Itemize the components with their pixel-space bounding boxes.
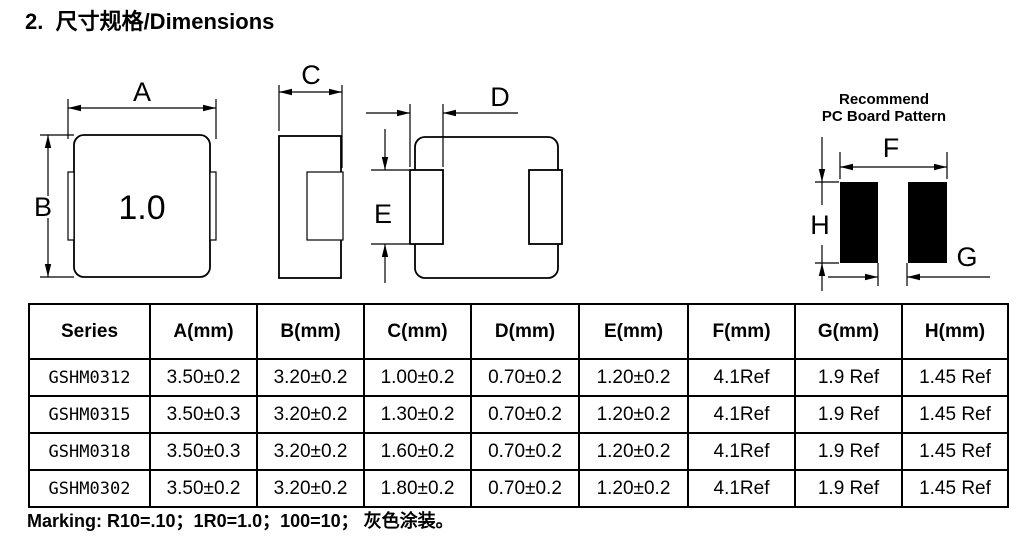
header-c: C(mm) — [363, 303, 472, 360]
cell-e: 1.20±0.2 — [578, 395, 689, 434]
dimension-b-label: B — [34, 192, 52, 222]
dimension-h: H — [810, 137, 839, 291]
top-view-drawing: 1.0 A B — [34, 77, 217, 278]
header-b: B(mm) — [256, 303, 365, 360]
cell-c: 1.30±0.2 — [363, 395, 472, 434]
cell-b: 3.20±0.2 — [256, 432, 365, 471]
header-series: Series — [28, 303, 151, 360]
cell-g: 1.9 Ref — [794, 358, 903, 397]
cell-a: 3.50±0.2 — [149, 358, 258, 397]
cell-d: 0.70±0.2 — [470, 358, 580, 397]
bottom-view-right-pad — [528, 169, 563, 245]
header-f: F(mm) — [687, 303, 796, 360]
cell-g: 1.9 Ref — [794, 432, 903, 471]
header-d: D(mm) — [470, 303, 580, 360]
cell-h: 1.45 Ref — [901, 432, 1009, 471]
side-view-drawing: C — [278, 60, 344, 279]
dimension-c-label: C — [301, 60, 321, 90]
cell-h: 1.45 Ref — [901, 469, 1009, 508]
cell-c: 1.80±0.2 — [363, 469, 472, 508]
cell-f: 4.1Ref — [687, 395, 796, 434]
dimension-g: G — [828, 242, 990, 286]
table-row: GSHM0315 3.50±0.3 3.20±0.2 1.30±0.2 0.70… — [28, 395, 1009, 434]
dimension-f-label: F — [883, 133, 900, 163]
cell-a: 3.50±0.3 — [149, 395, 258, 434]
cell-f: 4.1Ref — [687, 469, 796, 508]
pcb-pattern-title-line1: Recommend — [839, 91, 929, 108]
dimension-d-label: D — [490, 82, 510, 112]
cell-e: 1.20±0.2 — [578, 432, 689, 471]
dimension-b: B — [34, 134, 74, 278]
cell-h: 1.45 Ref — [901, 395, 1009, 434]
cell-d: 0.70±0.2 — [470, 432, 580, 471]
cell-a: 3.50±0.3 — [149, 432, 258, 471]
table-row: GSHM0302 3.50±0.2 3.20±0.2 1.80±0.2 0.70… — [28, 469, 1009, 508]
series-name: GSHM0312 — [28, 358, 151, 397]
pcb-right-pad — [908, 182, 947, 263]
series-name: GSHM0315 — [28, 395, 151, 434]
cell-b: 3.20±0.2 — [256, 469, 365, 508]
top-view-right-terminal — [209, 171, 217, 241]
cell-e: 1.20±0.2 — [578, 358, 689, 397]
cell-d: 0.70±0.2 — [470, 469, 580, 508]
pcb-pattern-drawing: Recommend PC Board Pattern F H G — [810, 91, 990, 291]
marking-note: Marking: R10=.10；1R0=1.0；100=10； 灰色涂装。 — [27, 511, 454, 531]
header-e: E(mm) — [578, 303, 689, 360]
series-name: GSHM0318 — [28, 432, 151, 471]
bottom-view-left-pad — [409, 169, 444, 245]
table-row: GSHM0312 3.50±0.2 3.20±0.2 1.00±0.2 0.70… — [28, 358, 1009, 397]
top-view-left-terminal — [67, 171, 75, 241]
cell-d: 0.70±0.2 — [470, 395, 580, 434]
cell-h: 1.45 Ref — [901, 358, 1009, 397]
dimension-a-label: A — [133, 77, 151, 107]
table-row: GSHM0318 3.50±0.3 3.20±0.2 1.60±0.2 0.70… — [28, 432, 1009, 471]
cell-g: 1.9 Ref — [794, 469, 903, 508]
cell-c: 1.00±0.2 — [363, 358, 472, 397]
dimension-a: A — [67, 77, 217, 139]
table-header-row: Series A(mm) B(mm) C(mm) D(mm) E(mm) F(m… — [28, 303, 1009, 360]
cell-f: 4.1Ref — [687, 358, 796, 397]
pcb-pattern-title-line2: PC Board Pattern — [822, 108, 946, 125]
cell-c: 1.60±0.2 — [363, 432, 472, 471]
dimension-drawings: 1.0 A B C — [34, 60, 990, 291]
cell-g: 1.9 Ref — [794, 395, 903, 434]
cell-a: 3.50±0.2 — [149, 469, 258, 508]
bottom-view-drawing: D E — [366, 82, 563, 283]
cell-f: 4.1Ref — [687, 432, 796, 471]
side-view-terminal — [306, 171, 344, 241]
cell-b: 3.20±0.2 — [256, 395, 365, 434]
header-h: H(mm) — [901, 303, 1009, 360]
dimensions-table: Series A(mm) B(mm) C(mm) D(mm) E(mm) F(m… — [28, 303, 1009, 508]
cell-b: 3.20±0.2 — [256, 358, 365, 397]
dimension-c: C — [278, 60, 343, 168]
dimension-e-label: E — [374, 199, 392, 229]
header-a: A(mm) — [149, 303, 258, 360]
series-name: GSHM0302 — [28, 469, 151, 508]
dimension-e: E — [371, 129, 409, 283]
dimension-h-label: H — [810, 210, 830, 240]
pcb-left-pad — [840, 182, 878, 263]
part-marking-text: 1.0 — [118, 189, 165, 227]
dimension-f: F — [839, 133, 948, 179]
cell-e: 1.20±0.2 — [578, 469, 689, 508]
page-title: 2. 尺寸规格/Dimensions — [25, 9, 275, 34]
dimension-d: D — [366, 82, 518, 167]
dimension-g-label: G — [956, 242, 977, 272]
header-g: G(mm) — [794, 303, 903, 360]
